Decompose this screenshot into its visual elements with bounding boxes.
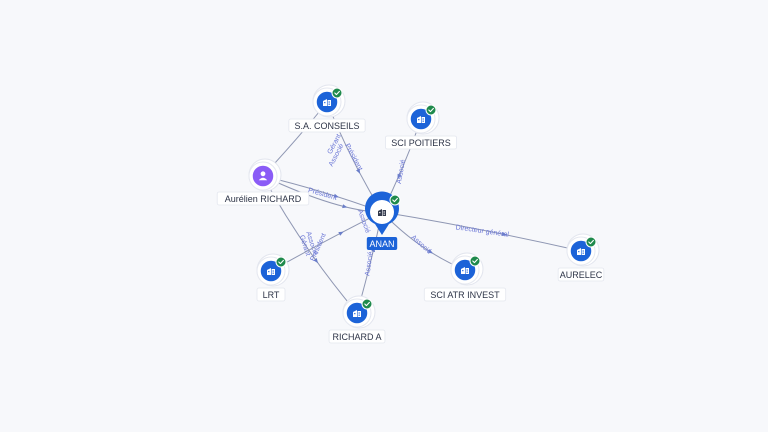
building-icon xyxy=(353,310,361,317)
node-label-background xyxy=(557,267,605,282)
verified-check-icon xyxy=(275,256,287,268)
node-label-background xyxy=(423,287,507,302)
edge-label: Président xyxy=(343,143,363,172)
node-label-background xyxy=(216,191,310,206)
verified-check-icon xyxy=(469,255,481,267)
building-icon xyxy=(267,268,275,275)
edge-arrow-icon xyxy=(333,193,339,198)
node-label: ANAN xyxy=(369,239,394,249)
building-icon xyxy=(323,99,331,106)
edge-label: Associé xyxy=(396,159,407,184)
node-label-background xyxy=(256,287,286,302)
node-richard-a[interactable]: RICHARD A xyxy=(328,295,386,344)
node-sci-atr[interactable]: SCI ATR INVEST xyxy=(423,252,507,302)
person-icon xyxy=(258,171,268,181)
edge-arrow-icon xyxy=(342,204,348,209)
edge-line[interactable] xyxy=(381,211,582,252)
node-label: Aurélien RICHARD xyxy=(225,194,302,204)
node-lrt[interactable]: LRT xyxy=(256,253,290,302)
node-label-background xyxy=(366,237,398,250)
node-label-background xyxy=(328,329,386,344)
edge-label: Associé xyxy=(410,234,433,256)
node-aurelec[interactable]: AURELEC xyxy=(557,233,605,282)
node-aurelien[interactable]: Aurélien RICHARD xyxy=(216,158,310,206)
node-label: SCI ATR INVEST xyxy=(430,290,500,300)
verified-check-icon xyxy=(585,236,597,248)
building-icon xyxy=(417,116,425,123)
node-label: RICHARD A xyxy=(332,332,381,342)
edge-anan-aurelec[interactable]: Directeur général xyxy=(381,211,582,252)
edge-arrow-icon xyxy=(427,249,433,254)
edge-arrow-icon xyxy=(338,231,344,236)
edge-arrow-icon xyxy=(501,232,508,236)
edge-label: Associé xyxy=(364,251,374,276)
node-anan[interactable]: ANAN xyxy=(365,191,401,250)
edge-arrow-icon xyxy=(313,257,319,264)
node-label: AURELEC xyxy=(560,270,603,280)
edge-arrow-icon xyxy=(356,168,361,174)
nodes-layer: ANAN S.A. CONSEILS SCI POITIERS Aurélien RI… xyxy=(216,84,605,344)
node-label: S.A. CONSEILS xyxy=(294,121,359,131)
edge-arrow-icon xyxy=(397,173,402,180)
building-icon xyxy=(461,267,469,274)
verified-check-icon xyxy=(361,298,373,310)
verified-check-icon xyxy=(389,194,401,206)
node-label-background xyxy=(288,118,366,133)
building-icon xyxy=(577,248,585,255)
verified-check-icon xyxy=(425,104,437,116)
edge-label: Directeur général xyxy=(455,224,510,238)
verified-check-icon xyxy=(331,87,343,99)
node-sci-poitiers[interactable]: SCI POITIERS xyxy=(384,101,457,150)
node-label: SCI POITIERS xyxy=(391,138,451,148)
node-label: LRT xyxy=(263,290,280,300)
node-label-background xyxy=(384,135,457,150)
node-sa-conseils[interactable]: S.A. CONSEILS xyxy=(288,84,366,133)
building-icon xyxy=(378,209,386,216)
